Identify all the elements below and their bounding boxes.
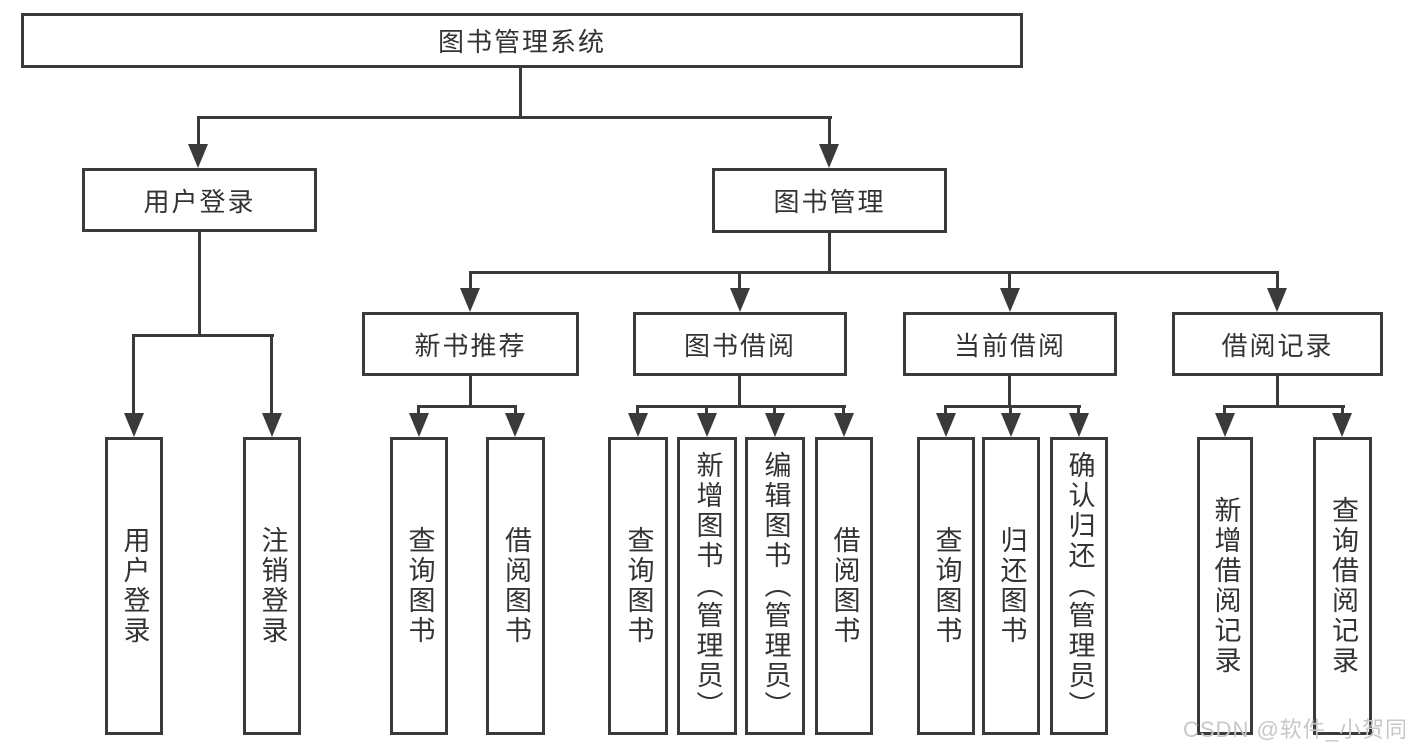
connector-line (514, 405, 517, 415)
connector-line (132, 334, 274, 337)
arrow-down-icon (409, 413, 429, 437)
connector-line (1223, 405, 1226, 415)
connector-line (636, 405, 639, 415)
arrow-down-icon (1267, 288, 1287, 312)
watermark-csdn: CSDN @软件_小贺同学 (1183, 717, 1405, 742)
connector-line (197, 116, 832, 119)
arrow-down-icon (124, 413, 144, 437)
connector-line (738, 376, 741, 408)
connector-line (636, 405, 846, 408)
leaf-query-borrow-record: 查询借阅记录 (1313, 437, 1372, 735)
connector-line (469, 376, 472, 408)
connector-line (1008, 271, 1011, 290)
arrow-down-icon (505, 413, 525, 437)
connector-line (773, 405, 776, 415)
leaf-edit-books-admin: 编辑图书（管理员） (745, 437, 805, 735)
connector-line (705, 405, 708, 415)
arrow-down-icon (765, 413, 785, 437)
node-borrowing-records: 借阅记录 (1172, 312, 1383, 376)
connector-line (828, 231, 831, 274)
arrow-down-icon (262, 413, 282, 437)
connector-line (1276, 376, 1279, 408)
leaf-query-books: 查询图书 (390, 437, 448, 735)
connector-line (1077, 405, 1080, 415)
arrow-down-icon (188, 144, 208, 168)
node-user-login: 用户登录 (82, 168, 317, 232)
connector-line (944, 405, 947, 415)
arrow-down-icon (834, 413, 854, 437)
node-book-borrowing: 图书借阅 (633, 312, 847, 376)
leaf-borrow-books: 借阅图书 (486, 437, 545, 735)
arrow-down-icon (819, 144, 839, 168)
connector-line (738, 271, 741, 290)
connector-line (198, 232, 201, 337)
connector-line (944, 405, 1081, 408)
node-book-management: 图书管理 (712, 168, 947, 233)
leaf-confirm-return-admin: 确认归还（管理员） (1050, 437, 1108, 735)
connector-line (469, 271, 472, 290)
connector-line (132, 334, 135, 417)
arrow-down-icon (1215, 413, 1235, 437)
connector-line (1276, 271, 1279, 290)
arrow-down-icon (1000, 288, 1020, 312)
arrow-down-icon (1001, 413, 1021, 437)
connector-line (469, 271, 1279, 274)
leaf-borrow-books: 借阅图书 (815, 437, 873, 735)
connector-line (842, 405, 845, 415)
connector-line (1008, 376, 1011, 408)
node-current-borrowing: 当前借阅 (903, 312, 1117, 376)
node-new-book-recommendation: 新书推荐 (362, 312, 579, 376)
connector-line (197, 116, 200, 148)
arrow-down-icon (697, 413, 717, 437)
arrow-down-icon (730, 288, 750, 312)
connector-line (1341, 405, 1344, 415)
arrow-down-icon (1332, 413, 1352, 437)
arrow-down-icon (1069, 413, 1089, 437)
leaf-logout: 注销登录 (243, 437, 301, 735)
leaf-add-books-admin: 新增图书（管理员） (677, 437, 737, 735)
arrow-down-icon (936, 413, 956, 437)
leaf-query-books: 查询图书 (917, 437, 975, 735)
connector-line (270, 334, 273, 417)
leaf-user-login: 用户登录 (105, 437, 163, 735)
arrow-down-icon (628, 413, 648, 437)
connector-line (828, 116, 831, 148)
leaf-query-books: 查询图书 (608, 437, 668, 735)
connector-line (417, 405, 517, 408)
leaf-add-borrow-record: 新增借阅记录 (1197, 437, 1253, 735)
leaf-return-books: 归还图书 (982, 437, 1040, 735)
connector-line (417, 405, 420, 415)
connector-line (1223, 405, 1345, 408)
connector-line (1009, 405, 1012, 415)
connector-line (519, 66, 522, 119)
arrow-down-icon (460, 288, 480, 312)
node-library-management-system: 图书管理系统 (21, 13, 1023, 68)
